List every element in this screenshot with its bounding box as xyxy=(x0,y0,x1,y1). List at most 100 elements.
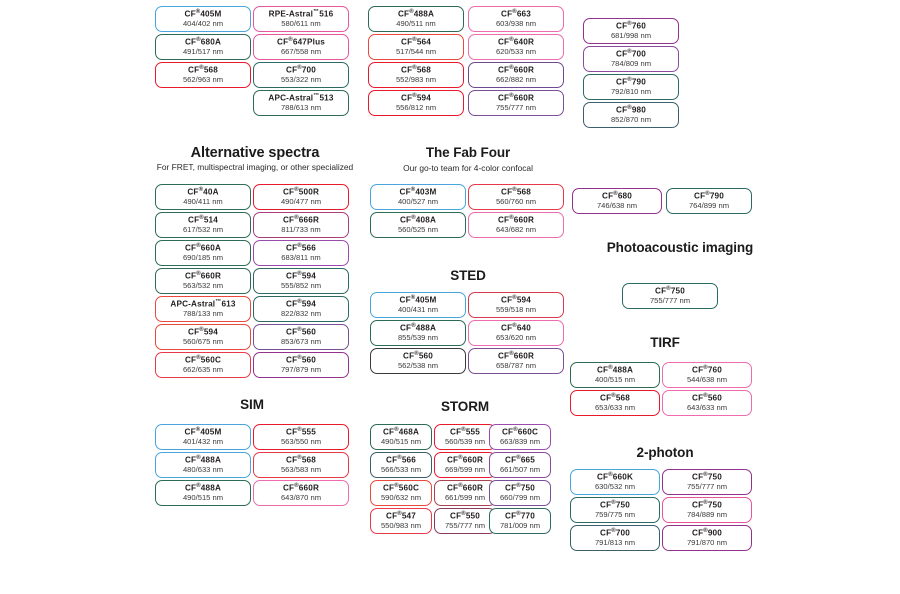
dye-name: RPE-Astral™516 xyxy=(268,8,334,19)
dye-spectra: 791/870 nm xyxy=(686,538,728,548)
dye-name: CF®665 xyxy=(505,454,535,465)
dye-spectra: 490/515 nm xyxy=(380,437,422,447)
dye-spectra: 620/533 nm xyxy=(495,47,537,57)
trademark-symbol: ® xyxy=(703,499,708,506)
dye-name: CF®560C xyxy=(382,482,420,493)
dye-name: CF®566 xyxy=(286,242,316,253)
dye-spectra: 490/411 nm xyxy=(183,197,223,207)
trademark-symbol: ™ xyxy=(313,8,320,15)
dye-name: CF®900 xyxy=(692,527,722,538)
dye-spectra: 562/538 nm xyxy=(397,361,439,371)
trademark-symbol: ® xyxy=(297,242,302,249)
dye-name: CF®40A xyxy=(187,186,219,197)
trademark-symbol: ® xyxy=(195,426,201,433)
dye-name: CF®660R xyxy=(497,214,535,225)
trademark-symbol: ® xyxy=(412,92,417,99)
dye-spectra: 643/633 nm xyxy=(686,403,728,413)
trademark-symbol: ® xyxy=(410,186,416,193)
trademark-symbol: ® xyxy=(196,454,201,461)
dye-spectra: 550/983 nm xyxy=(380,521,422,531)
dye-spectra: 784/809 nm xyxy=(610,59,652,69)
dye-spectra: 653/633 nm xyxy=(594,403,636,413)
dye-name: CF®660C xyxy=(501,426,539,437)
trademark-symbol: ® xyxy=(703,364,708,371)
